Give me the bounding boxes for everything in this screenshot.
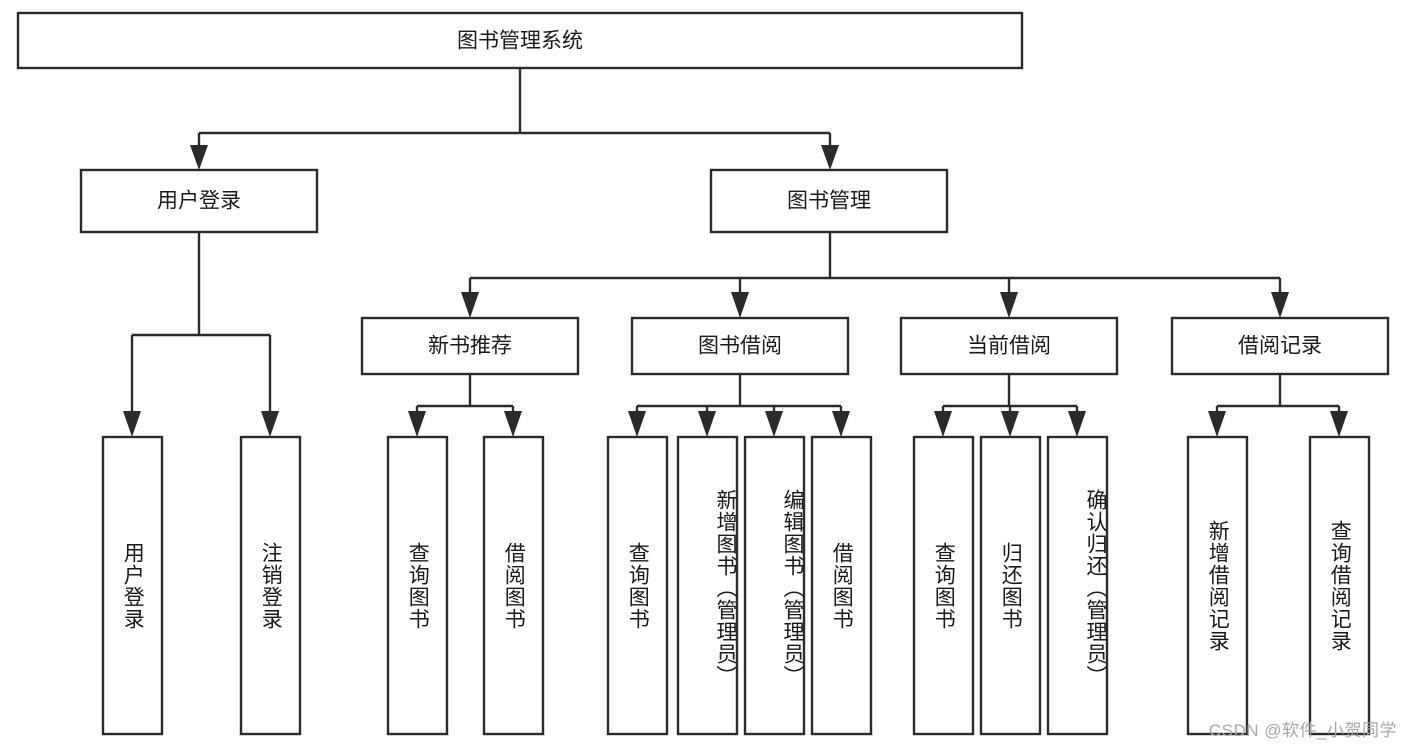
- leaf-box-user-login-2[interactable]: [239, 435, 302, 736]
- node-new-book-recommend-box: [360, 316, 580, 376]
- node-root-label: 图书管理系统: [457, 30, 583, 53]
- leaf-box-book-borrow-3[interactable]: [743, 435, 806, 736]
- arrow-cb-leaf3-icon: [1068, 411, 1086, 437]
- arrow-user-login-leaf2-icon: [261, 411, 279, 437]
- leaf-box-new-book-2[interactable]: [482, 435, 545, 736]
- node-user-login-box: [79, 168, 319, 234]
- arrow-nb-leaf1-icon: [408, 411, 426, 437]
- node-borrow-record-box: [1170, 316, 1390, 376]
- arrow-bb-leaf3-icon: [765, 411, 783, 437]
- node-borrow-record-label: 借阅记录: [1238, 335, 1322, 358]
- leaf-box-current-borrow-1[interactable]: [912, 435, 975, 736]
- node-root[interactable]: 图书管理系统: [16, 11, 1024, 70]
- node-book-manage-label: 图书管理: [787, 190, 871, 213]
- node-book-borrow-label: 图书借阅: [698, 335, 782, 358]
- node-new-book-recommend-label: 新书推荐: [428, 335, 512, 358]
- leaf-box-borrow-record-1[interactable]: [1186, 435, 1249, 736]
- arrow-bm-to-borrow-record-icon: [1271, 292, 1289, 318]
- arrow-br-leaf1-icon: [1208, 411, 1226, 437]
- node-user-login-label: 用户登录: [157, 190, 241, 213]
- node-current-borrow-box: [899, 316, 1119, 376]
- node-book-borrow[interactable]: 图书借阅: [630, 316, 850, 376]
- leaf-box-user-login-1[interactable]: [101, 435, 164, 736]
- arrow-bb-leaf1-icon: [628, 411, 646, 437]
- arrow-bm-to-current-borrow-icon: [1000, 292, 1018, 318]
- node-user-login[interactable]: 用户登录: [79, 168, 319, 234]
- leaf-box-book-borrow-1[interactable]: [606, 435, 669, 736]
- arrow-bb-leaf4-icon: [832, 411, 850, 437]
- arrow-user-login-leaf1-icon: [123, 411, 141, 437]
- leaf-box-borrow-record-2[interactable]: [1308, 435, 1371, 736]
- node-book-manage[interactable]: 图书管理: [709, 168, 949, 234]
- node-book-manage-box: [709, 168, 949, 234]
- node-root-box: [16, 11, 1024, 70]
- arrow-br-leaf2-icon: [1330, 411, 1348, 437]
- leaf-box-current-borrow-3[interactable]: [1046, 435, 1109, 736]
- arrow-cb-leaf2-icon: [1001, 411, 1019, 437]
- node-current-borrow[interactable]: 当前借阅: [899, 316, 1119, 376]
- arrow-bm-to-new-book-icon: [461, 292, 479, 318]
- leaf-box-current-borrow-2[interactable]: [979, 435, 1042, 736]
- watermark-text: CSDN @软件_小贺同学: [1208, 721, 1397, 740]
- leaf-box-book-borrow-2[interactable]: [676, 435, 739, 736]
- leaf-box-book-borrow-4[interactable]: [810, 435, 873, 736]
- node-current-borrow-label: 当前借阅: [967, 335, 1051, 358]
- node-borrow-record[interactable]: 借阅记录: [1170, 316, 1390, 376]
- node-new-book-recommend[interactable]: 新书推荐: [360, 316, 580, 376]
- arrow-root-to-user-login-icon: [190, 145, 208, 170]
- node-book-borrow-box: [630, 316, 850, 376]
- arrow-bm-to-book-borrow-icon: [731, 292, 749, 318]
- arrow-bb-leaf2-icon: [698, 411, 716, 437]
- arrow-cb-leaf1-icon: [934, 411, 952, 437]
- arrow-root-to-book-manage-icon: [821, 145, 839, 170]
- arrow-nb-leaf2-icon: [504, 411, 522, 437]
- leaf-box-new-book-1[interactable]: [386, 435, 449, 736]
